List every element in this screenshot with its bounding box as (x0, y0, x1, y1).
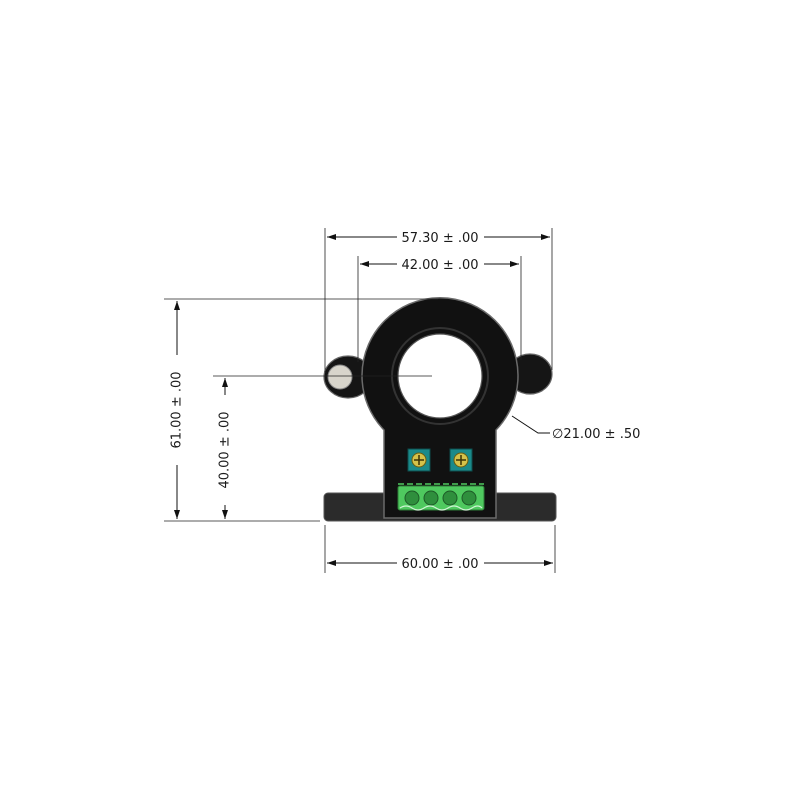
potentiometer-left (407, 448, 431, 472)
dim-42-00-label: 42.00 ± .00 (401, 258, 478, 273)
dimension-aperture-diameter: ∅21.00 ± .50 (511, 415, 640, 442)
terminal-1 (404, 490, 420, 506)
dimension-overall-width-top: 57.30 ± .00 (324, 228, 553, 372)
terminal-block (397, 483, 485, 511)
dimension-hole-spacing: 42.00 ± .00 (357, 256, 522, 362)
dim-diameter-label: ∅21.00 ± .50 (552, 427, 640, 442)
terminal-3 (442, 490, 458, 506)
dimension-base-width: 60.00 ± .00 (324, 525, 556, 573)
left-eyelet (327, 364, 353, 390)
terminal-2 (423, 490, 439, 506)
dim-57-30-label: 57.30 ± .00 (401, 231, 478, 246)
terminal-4 (461, 490, 477, 506)
dim-40-00-label: 40.00 ± .00 (218, 411, 233, 488)
dim-60-00-label: 60.00 ± .00 (401, 557, 478, 572)
dim-61-00-label: 61.00 ± .00 (170, 371, 185, 448)
dimension-hole-center-height: 40.00 ± .00 (213, 375, 432, 519)
dimension-overall-height: 61.00 ± .00 (164, 298, 438, 522)
potentiometer-right (449, 448, 473, 472)
